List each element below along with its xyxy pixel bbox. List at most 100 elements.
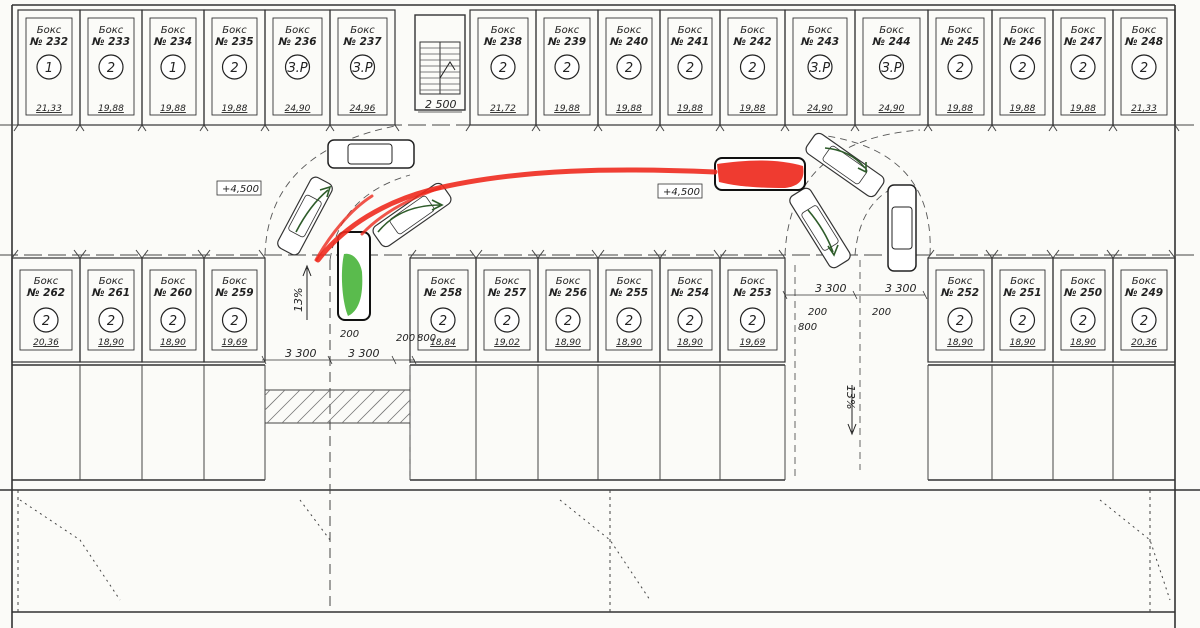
box-type-circle <box>1009 54 1036 80</box>
box-number: № 243 <box>800 36 839 48</box>
box-type: 2 <box>956 61 964 76</box>
box-label: Бокс <box>879 25 904 36</box>
box-label: Бокс <box>99 25 124 36</box>
box-area: 18,84 <box>430 338 456 348</box>
box-area: 19,88 <box>616 104 642 114</box>
box-area: 19,88 <box>1010 104 1036 114</box>
box-type-circle <box>284 54 311 80</box>
box-area: 19,88 <box>222 104 248 114</box>
box-number: № 248 <box>1124 36 1163 48</box>
car-right-upper <box>805 132 885 198</box>
box-type-circle <box>554 54 580 80</box>
box-type: 2 <box>748 61 756 76</box>
box-type: 1 <box>169 61 177 76</box>
box-type: 2 <box>564 314 572 329</box>
elevation-marks: +4,500 +4,500 <box>216 180 703 199</box>
box-area: 21,33 <box>1131 104 1157 114</box>
dim-800: 800 <box>417 333 436 344</box>
box-type-circle <box>677 307 703 333</box>
box-type: 2 <box>169 314 177 329</box>
box-type-circle <box>33 307 59 333</box>
elevation-left: +4,500 <box>222 184 259 195</box>
box-label: Бокс <box>617 25 642 36</box>
box-type: 2 <box>625 61 633 76</box>
turn-arrows <box>295 147 867 257</box>
box-type: З.Р <box>287 61 307 76</box>
box-area: 19,88 <box>554 104 580 114</box>
box-number: № 254 <box>670 287 709 299</box>
box-type: З.Р <box>810 61 830 76</box>
dim-200-b: 200 <box>396 333 415 344</box>
box-type-circle <box>739 54 766 80</box>
elevation-right: +4,500 <box>663 187 700 198</box>
box-number: № 253 <box>732 287 771 299</box>
car-red <box>714 157 806 191</box>
box-label: Бокс <box>285 25 310 36</box>
box-label: Бокс <box>222 25 247 36</box>
car-right-lower <box>789 187 851 269</box>
box-type: 2 <box>107 61 115 76</box>
dimensions: 2 500 3 300 3 300 200 200 800 3 300 3 30… <box>261 98 928 365</box>
box-type-circle <box>677 54 703 80</box>
turn-arrow-right2-icon <box>827 244 839 257</box>
box-area: 19,88 <box>1070 104 1096 114</box>
dim-stair: 2 500 <box>425 98 457 111</box>
box-type-circle <box>616 307 642 333</box>
box-area: 18,90 <box>677 338 703 348</box>
box-type-circle <box>98 307 124 333</box>
box-type: 2 <box>439 314 447 329</box>
box-number: № 233 <box>91 36 130 48</box>
box-type-circle <box>1009 307 1036 333</box>
box-type: 2 <box>42 314 50 329</box>
box-label: Бокс <box>161 25 186 36</box>
box-type-circle <box>1131 307 1157 333</box>
box-area: 20,36 <box>1131 338 1157 348</box>
box-area: 18,90 <box>98 338 124 348</box>
box-label: Бокс <box>1132 25 1157 36</box>
box-type: 2 <box>956 314 964 329</box>
box-type-circle <box>98 54 124 80</box>
box-type-circle <box>490 54 516 80</box>
box-number: № 255 <box>609 287 648 299</box>
box-number: № 251 <box>1002 287 1041 299</box>
box-label: Бокс <box>99 276 124 287</box>
box-label: Бокс <box>1071 276 1096 287</box>
box-type-circle <box>947 307 973 333</box>
box-type: 2 <box>1140 314 1148 329</box>
box-area: 18,90 <box>1010 338 1036 348</box>
box-type-circle <box>878 54 905 80</box>
